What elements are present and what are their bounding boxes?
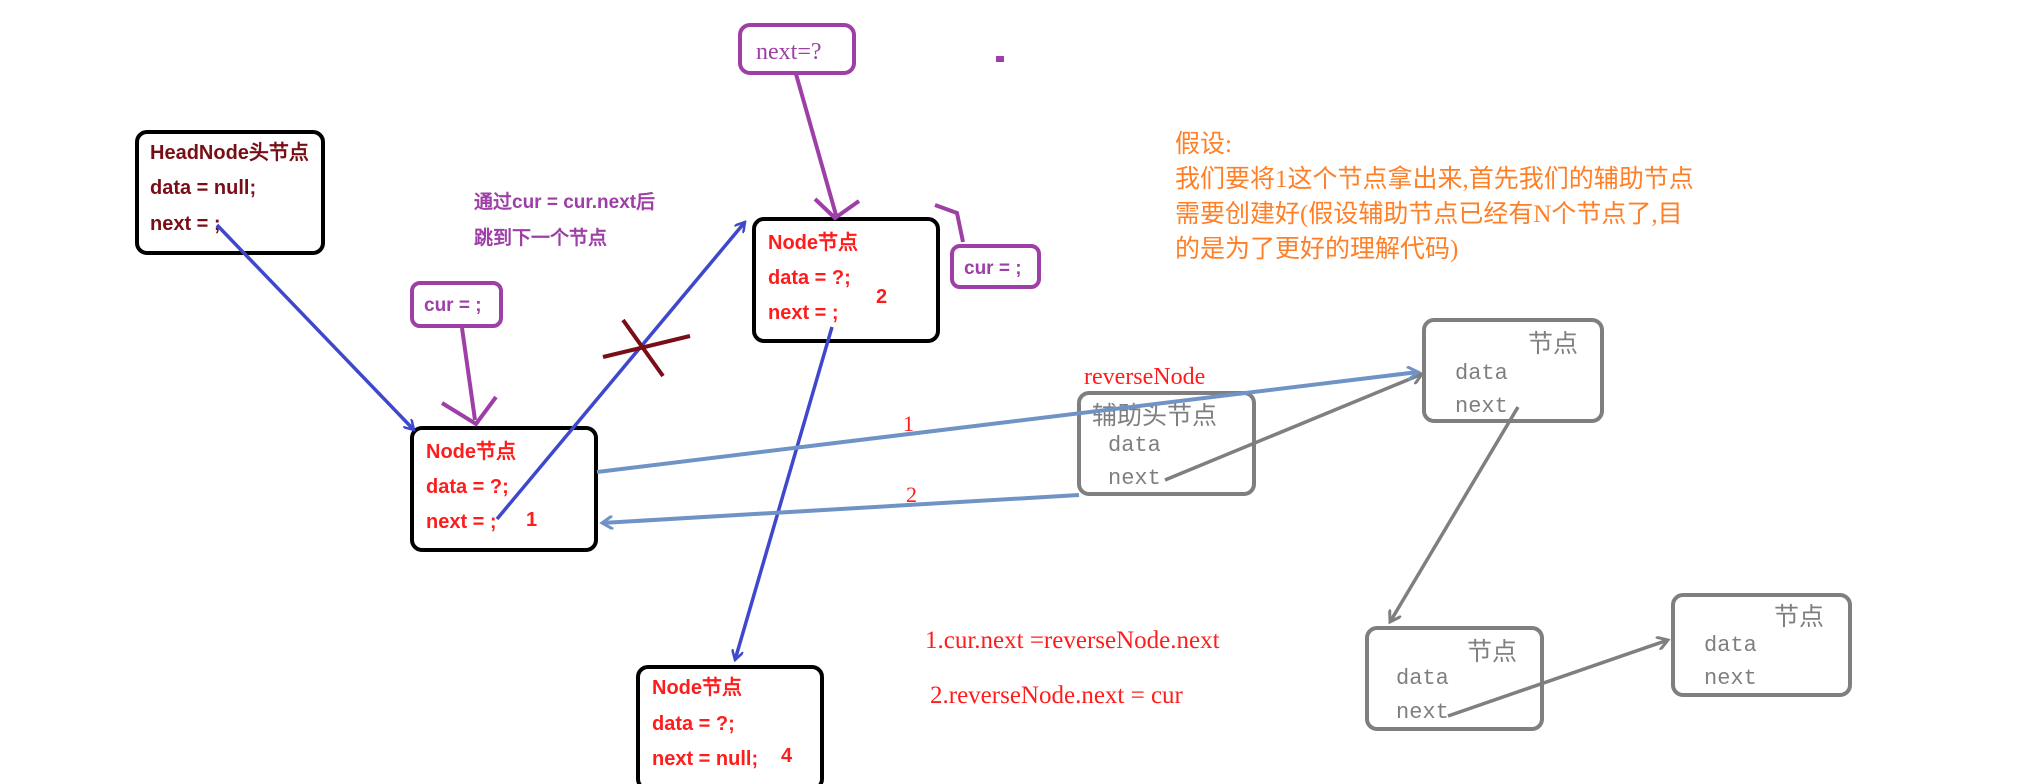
cur-pointer-1: cur = ; [410,281,503,328]
gray-node-2-title: 节点 [1467,638,1517,666]
node-2-box [752,217,940,343]
step-2-label: 2 [906,482,917,507]
purple-dot [996,56,1004,62]
assumption-line-1: 我们要将1这个节点拿出来,首先我们的辅助节点 [1175,165,1694,193]
cur-pointer-1-label: cur = ; [424,295,482,316]
node-1-box [410,426,598,552]
node-1-number: 1 [526,509,537,531]
node-4-data: data = ?; [652,713,735,735]
node1-to-node2-arrow [495,222,745,521]
gray-node-3: 节点 data next [1671,593,1852,697]
head-to-node1-arrow [215,223,414,430]
assumption-title: 假设: [1175,130,1232,158]
head-node: HeadNode头节点 data = null; next = ; [135,130,325,255]
gray-node-1-next: next [1455,394,1508,419]
gray-node-1-title: 节点 [1528,330,1578,358]
node-4: Node节点 data = ?; next = null; 4 [636,665,824,784]
step-1-label: 1 [903,411,914,436]
node-2: Node节点 data = ?; next = ; 2 [752,217,940,343]
node-4-box [636,665,824,784]
cur-1-arrow-shaft [460,327,477,421]
code-line-2: 2.reverseNode.next = cur [930,682,1184,709]
node-2-next: next = ; [768,302,839,324]
cut-link-cross [602,318,691,378]
reverse-node-label: reverseNode [1084,364,1205,390]
node2-to-node4-arrow [735,326,834,660]
assumption-line-2: 需要创建好(假设辅助节点已经有N个节点了,目 [1175,200,1683,228]
helper-head-node-data: data [1108,433,1161,458]
helper-head-node-next: next [1108,466,1161,491]
cur-pointer-1-box [410,281,503,328]
node-4-next: next = null; [652,748,758,770]
cur-pointer-2: cur = ; [950,244,1041,289]
node-4-number: 4 [781,745,793,767]
gray-node-3-next: next [1704,666,1757,691]
next-question-label: next=? [756,39,822,65]
cur-pointer-2-box [950,244,1041,289]
node-2-title: Node节点 [768,230,858,254]
node-4-title: Node节点 [652,675,742,699]
gray-node-1: 节点 data next [1422,318,1604,423]
head-node-title: HeadNode头节点 [150,140,309,164]
node-2-number: 2 [876,286,887,308]
helper-head-node: 辅助头节点 data next [1077,391,1256,496]
jump-note-line-1: 通过cur = cur.next后 [474,191,655,213]
gray-node-3-box [1671,593,1852,697]
head-node-box [135,130,325,255]
cross-stroke-1 [602,334,691,359]
head-node-next: next = ; [150,213,221,235]
assumption-line-3: 的是为了更好的理解代码) [1175,235,1458,263]
next-question-box [738,23,856,75]
next-question-pointer: next=? [738,23,856,75]
gray-node-3-data: data [1704,633,1757,658]
gray-node-2-data: data [1396,666,1449,691]
gray-node-1-data: data [1455,361,1508,386]
next-question-arrow-shaft [794,73,838,216]
jump-note-line-2: 跳到下一个节点 [474,226,607,249]
gray2-to-gray3-arrow [1447,640,1668,718]
step-2-arrow [602,493,1080,523]
gray-node-2: 节点 data next [1365,626,1544,731]
helper-head-node-title: 辅助头节点 [1092,402,1217,430]
cur-pointer-2-label: cur = ; [964,258,1022,279]
node-1-data: data = ?; [426,476,509,498]
head-node-data: data = null; [150,177,256,199]
gray1-to-gray2-arrow [1390,406,1520,622]
next-question-arrow-head [813,197,861,221]
node-1-title: Node节点 [426,439,516,463]
node-1-next: next = ; [426,511,497,533]
node-1: Node节点 data = ?; next = ; 1 [410,426,598,552]
cross-stroke-2 [621,318,665,378]
gray-node-3-title: 节点 [1774,603,1824,631]
code-line-1: 1.cur.next =reverseNode.next [925,627,1220,654]
cur-2-arrow [934,203,965,243]
node-2-data: data = ?; [768,267,851,289]
step-1-arrow [596,372,1418,474]
helper-to-gray1-arrow [1164,374,1422,482]
cur-1-arrow-head [440,395,498,427]
gray-node-2-next: next [1396,700,1449,725]
assumption-note: 假设: 我们要将1这个节点拿出来,首先我们的辅助节点 需要创建好(假设辅助节点已… [1175,130,1694,263]
gray-node-2-box [1365,626,1544,731]
